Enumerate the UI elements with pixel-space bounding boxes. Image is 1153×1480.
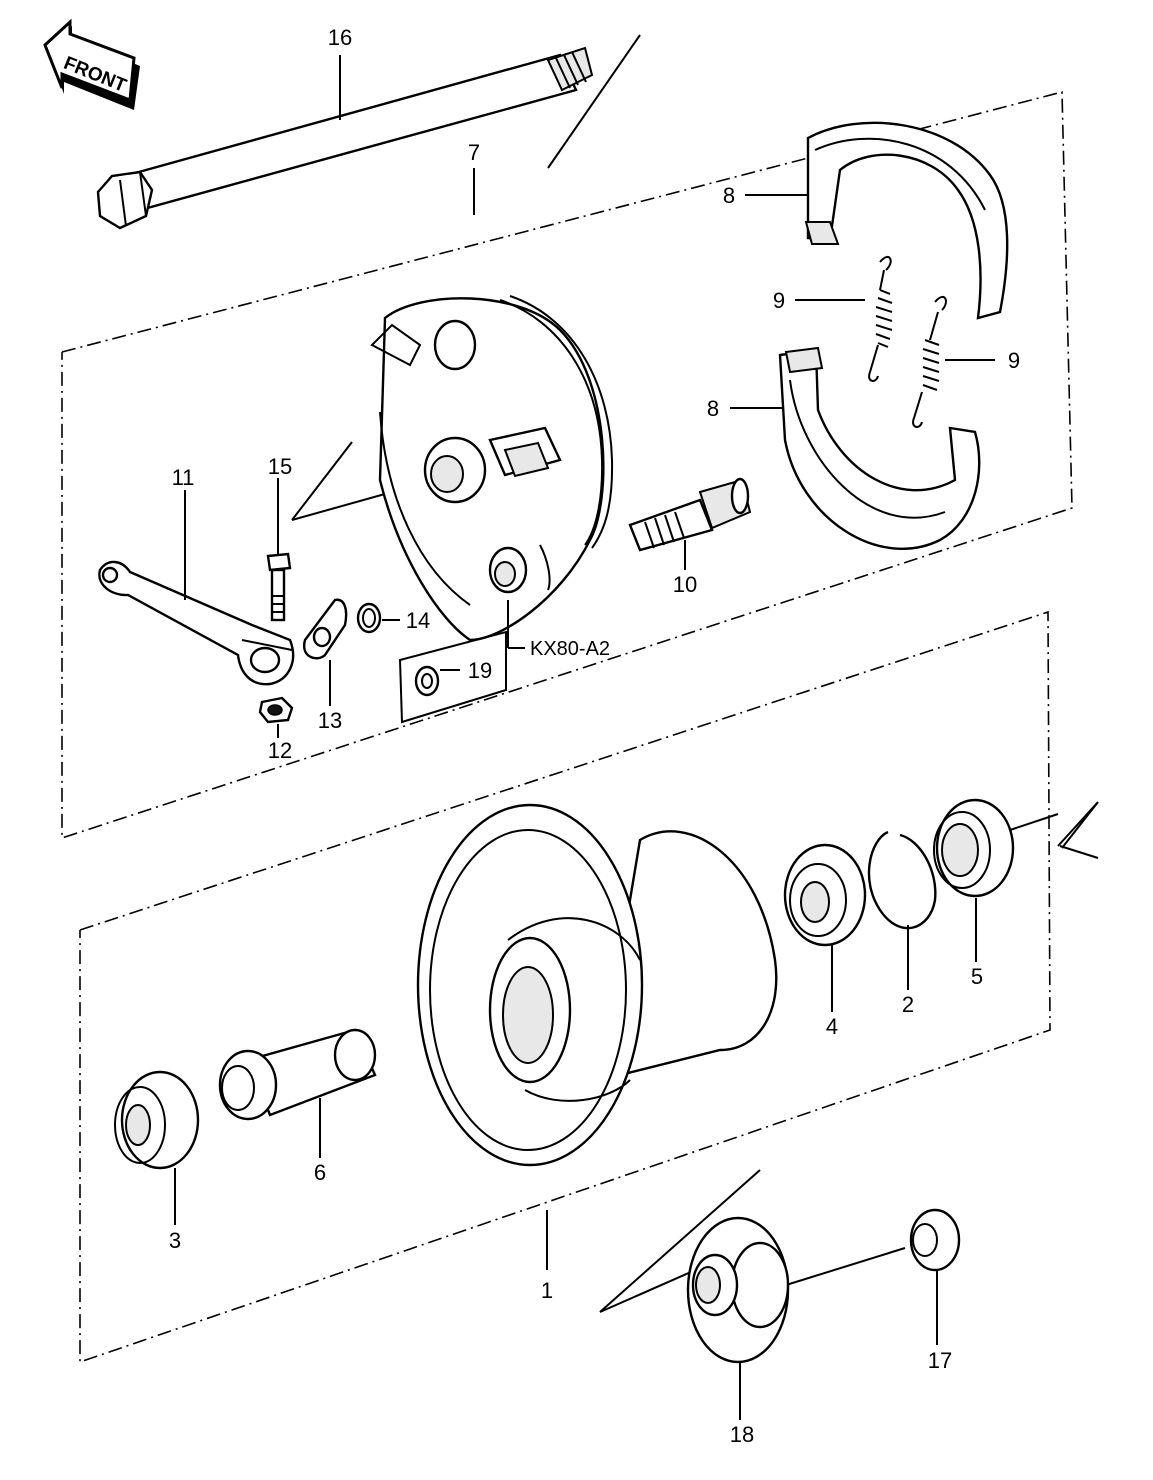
callout-6: 6: [314, 1160, 326, 1185]
callout-1: 1: [541, 1278, 553, 1303]
spring-right: [912, 296, 947, 428]
callout-17: 17: [928, 1348, 952, 1373]
hub-group-outline: [79, 610, 1051, 1364]
washer: [414, 665, 440, 697]
callout-9-right: 9: [1008, 348, 1020, 373]
brake-shoe-upper: [804, 121, 1009, 320]
spring-left: [868, 256, 893, 382]
callout-8-lower: 8: [707, 396, 719, 421]
callout-15: 15: [268, 454, 292, 479]
hub-guide-line-2: [599, 1267, 701, 1313]
brake-panel: [370, 295, 614, 642]
bolt: [266, 552, 292, 622]
callout-16: 16: [328, 25, 352, 50]
callout-9-left: 9: [773, 288, 785, 313]
bearing-left: [114, 1070, 200, 1170]
callout-12: 12: [268, 738, 292, 763]
axle-collar-flanged: [686, 1216, 790, 1364]
kx80-a2-detail-box: [398, 630, 507, 724]
callout-19: 19: [468, 658, 492, 683]
callout-4: 4: [826, 1014, 838, 1039]
nut: [258, 696, 294, 724]
bearing-right: [783, 843, 867, 947]
model-note: KX80-A2: [530, 638, 610, 660]
callout-7: 7: [468, 140, 480, 165]
washer-hole: [421, 673, 433, 689]
brake-camshaft: [628, 477, 752, 552]
callout-13: 13: [318, 708, 342, 733]
seal-guide-line: [1009, 813, 1059, 831]
brake-shoe-lower: [778, 346, 981, 550]
brake-panel-group-outline: [61, 90, 1073, 840]
circlip: [867, 830, 937, 930]
oil-seal: [933, 798, 1015, 898]
axle-nut: [909, 1208, 961, 1272]
front-arrow-icon: FRONT: [43, 18, 140, 110]
callout-11: 11: [172, 465, 195, 490]
o-ring-inner: [362, 608, 376, 628]
collar-guide-line: [769, 1247, 906, 1291]
axle-guide-line-right: [1057, 801, 1099, 849]
axle-guide-line: [547, 34, 641, 169]
callout-18: 18: [730, 1422, 754, 1447]
callout-14: 14: [406, 608, 430, 633]
distance-collar: [218, 1028, 377, 1121]
brake-cam-lever: [98, 560, 295, 686]
callout-5: 5: [971, 964, 983, 989]
o-ring: [356, 602, 382, 634]
wear-indicator-plate: [302, 598, 348, 660]
panel-guide-line: [291, 441, 353, 521]
front-hub: [416, 803, 778, 1167]
callout-10: 10: [673, 572, 697, 597]
callout-8-upper: 8: [723, 183, 735, 208]
axle-guide-line-right-2: [1059, 845, 1099, 859]
callout-3: 3: [169, 1228, 181, 1253]
callout-2: 2: [902, 992, 914, 1017]
axle: [96, 46, 594, 230]
hub-guide-line: [599, 1169, 761, 1313]
